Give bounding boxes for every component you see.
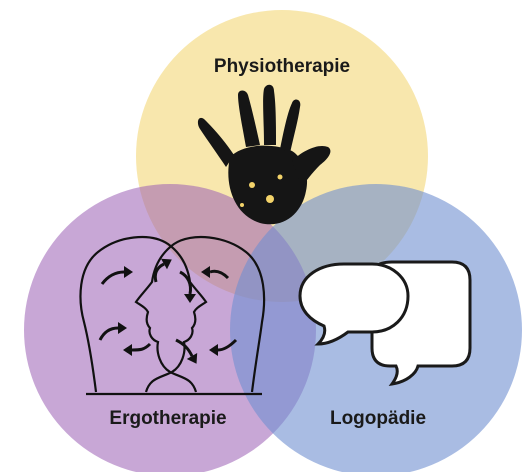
cycle-arrows: [98, 262, 238, 357]
ergotherapie-circle: [24, 184, 316, 472]
label-logopaedie: Logopädie: [330, 408, 426, 429]
label-physiotherapie: Physiotherapie: [214, 56, 350, 77]
label-ergotherapie: Ergotherapie: [109, 408, 226, 429]
two-heads-arrows-icon: [79, 235, 266, 396]
handprint-icon: [197, 84, 331, 225]
speech-bubbles-icon: [298, 260, 472, 386]
